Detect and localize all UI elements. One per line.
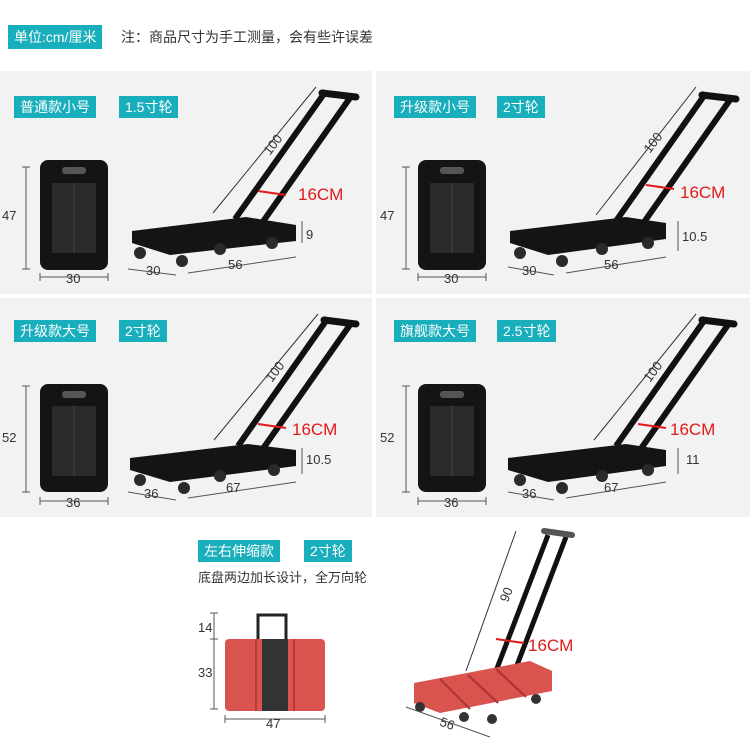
cart-illustration — [127, 313, 360, 501]
ground-clearance: 10.5 — [306, 452, 332, 467]
cart-illustration — [507, 313, 738, 501]
ground-clearance: 10.5 — [682, 229, 708, 244]
folded-width: 36 — [444, 495, 459, 510]
handle-width: 16CM — [292, 420, 338, 439]
product-panel-standard-small: 普通款小号 1.5寸轮 47 30 100 16CM 30 56 9 — [0, 71, 372, 294]
product-panel-extendable: 左右伸缩款 2寸轮 底盘两边加长设计，全万向轮 14 33 47 90 16CM… — [0, 521, 750, 744]
folded-width: 36 — [66, 495, 81, 510]
ground-clearance: 11 — [686, 452, 700, 467]
base-depth: 30 — [522, 263, 537, 278]
top-height: 14 — [198, 620, 213, 635]
cart-illustration — [507, 86, 740, 276]
base-depth: 36 — [522, 486, 537, 501]
wheel-size: 2.5寸轮 — [497, 320, 557, 342]
base-depth: 36 — [144, 486, 159, 501]
model-name: 普通款小号 — [14, 96, 96, 118]
folded-red-cart-illustration — [210, 612, 326, 723]
base-length: 67 — [604, 480, 619, 495]
model-name: 升级款大号 — [14, 320, 96, 342]
folded-width: 30 — [444, 271, 459, 286]
wheel-size: 2寸轮 — [304, 540, 352, 562]
folded-cart-illustration — [402, 384, 487, 505]
handle-width: 16CM — [298, 185, 344, 204]
folded-cart-illustration — [22, 160, 109, 281]
folded-width: 47 — [266, 716, 281, 731]
unit-label: 单位:cm/厘米 — [8, 25, 103, 49]
folded-height: 47 — [2, 208, 17, 223]
base-length: 56 — [604, 257, 619, 272]
handle-width: 16CM — [680, 183, 726, 202]
product-panel-upgrade-small: 升级款小号 2寸轮 47 30 100 16CM 30 56 10.5 — [376, 71, 750, 294]
folded-height: 52 — [2, 430, 17, 445]
ground-clearance: 9 — [306, 227, 314, 242]
base-length: 56 — [228, 257, 243, 272]
measurement-note: 注：商品尺寸为手工测量，会有些许误差 — [121, 29, 373, 45]
red-cart-illustration — [405, 528, 575, 738]
product-panel-flagship-large: 旗舰款大号 2.5寸轮 52 36 100 16CM 36 67 11 — [376, 298, 750, 517]
base-depth: 30 — [146, 263, 161, 278]
product-panel-upgrade-large: 升级款大号 2寸轮 52 36 100 16CM 36 67 10.5 — [0, 298, 372, 517]
wheel-size: 2寸轮 — [497, 96, 545, 118]
folded-height: 52 — [380, 430, 395, 445]
folded-height: 33 — [198, 665, 213, 680]
handle-width: 16CM — [528, 636, 574, 655]
wheel-size: 1.5寸轮 — [119, 96, 179, 118]
handle-width: 16CM — [670, 420, 716, 439]
model-name: 左右伸缩款 — [198, 540, 280, 562]
folded-width: 30 — [66, 271, 81, 286]
base-length: 67 — [226, 480, 241, 495]
model-name: 升级款小号 — [394, 96, 476, 118]
cart-illustration — [127, 86, 360, 276]
folded-height: 47 — [380, 208, 395, 223]
feature-note: 底盘两边加长设计，全万向轮 — [198, 570, 368, 585]
model-name: 旗舰款大号 — [394, 320, 476, 342]
folded-cart-illustration — [22, 384, 109, 505]
wheel-size: 2寸轮 — [119, 320, 167, 342]
folded-cart-illustration — [402, 160, 487, 281]
